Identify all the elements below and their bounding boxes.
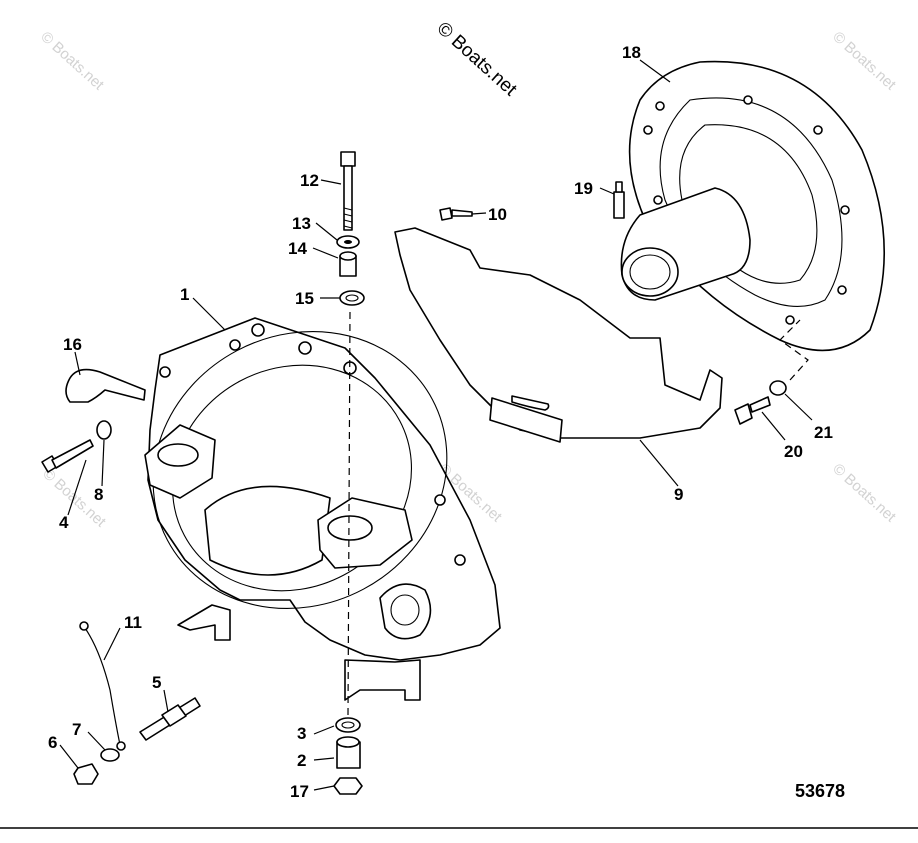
callout-9: 9 (674, 485, 683, 504)
washer-7 (100, 748, 120, 762)
fitting-19 (613, 181, 625, 219)
nut-17 (333, 777, 363, 795)
drive-coupler (620, 60, 886, 352)
callout-19: 19 (574, 179, 593, 198)
washer-15 (339, 290, 365, 306)
stud-5 (139, 697, 201, 741)
watermark-top-left: © Boats.net (37, 28, 107, 94)
washer-21 (769, 380, 787, 396)
watermark-top-right: © Boats.net (829, 28, 899, 94)
bushing-2 (336, 736, 361, 769)
callout-14: 14 (288, 239, 307, 258)
bolt-12 (340, 151, 356, 231)
callout-12: 12 (300, 171, 319, 190)
callout-7: 7 (72, 720, 81, 739)
callout-2: 2 (297, 751, 306, 770)
callout-labels: 1 2 3 4 5 6 7 8 9 10 11 12 13 14 15 16 1… (48, 43, 833, 801)
callout-16: 16 (63, 335, 82, 354)
watermark-main: © Boats.net (433, 18, 522, 101)
callout-5: 5 (152, 673, 161, 692)
washer-3 (335, 717, 361, 733)
watermark-mid-right: © Boats.net (829, 460, 899, 526)
callout-17: 17 (290, 782, 309, 801)
flywheel-housing (144, 317, 501, 701)
callout-3: 3 (297, 724, 306, 743)
leader-lines (59, 59, 813, 791)
ground-strap-11 (84, 627, 121, 746)
callout-15: 15 (295, 289, 314, 308)
callout-8: 8 (94, 485, 103, 504)
callout-13: 13 (292, 214, 311, 233)
bolt-20 (734, 396, 771, 425)
callout-21: 21 (814, 423, 833, 442)
callout-4: 4 (59, 513, 69, 532)
flywheel-cover-plate (394, 227, 723, 443)
washer-13-hole (344, 240, 352, 244)
callout-18: 18 (622, 43, 641, 62)
callout-11: 11 (124, 613, 142, 632)
callout-10: 10 (488, 205, 507, 224)
strap-16 (65, 368, 146, 403)
nut-6 (73, 763, 99, 785)
callout-1: 1 (180, 285, 189, 304)
bolt-4 (41, 439, 94, 473)
callout-6: 6 (48, 733, 57, 752)
washer-8 (96, 420, 112, 440)
callout-20: 20 (784, 442, 803, 461)
screw-10 (439, 207, 473, 221)
bushing-14 (339, 251, 357, 277)
assembly-axis-right (779, 319, 809, 381)
drawing-number: 53678 (795, 781, 845, 801)
